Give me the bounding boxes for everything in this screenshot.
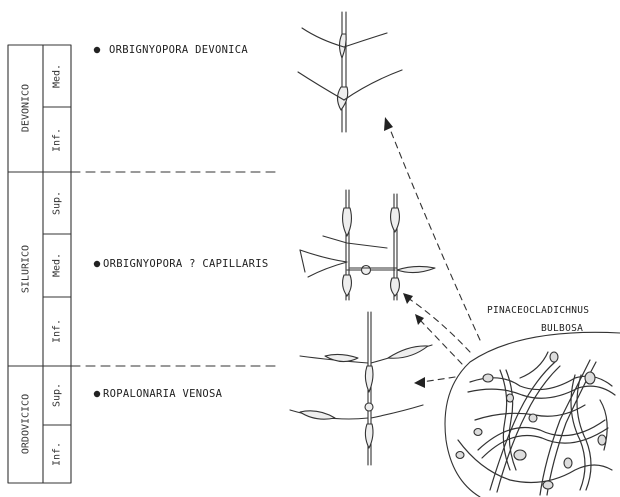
evolution-arrows [388, 124, 480, 382]
taxon-label-orbignyopora-devonica: ORBIGNYOPORA DEVONICA [109, 44, 248, 56]
epoch-label-silurico-inf: Inf. [52, 319, 63, 343]
ancestor-label-line2: BULBOSA [541, 323, 583, 334]
period-label-ordovicico: ORDOVICICO [21, 394, 32, 454]
epoch-label-silurico-sup: Sup. [52, 191, 63, 215]
period-label-silurico: SILURICO [21, 245, 32, 293]
epoch-label-ordovicico-inf: Inf. [52, 442, 63, 466]
epoch-label-devonico-med: Med. [52, 64, 63, 88]
ancestor-label-line1: PINACEOCLADICHNUS [487, 305, 589, 316]
fossil-sketch-orbignyopora-capillaris [300, 190, 435, 300]
epoch-label-silurico-med: Med. [52, 253, 63, 277]
period-label-devonico: DEVONICO [21, 84, 32, 132]
fossil-sketch-ropalonaria-venosa [290, 312, 432, 465]
epoch-label-devonico-inf: Inf. [52, 128, 63, 152]
epoch-label-ordovicico-sup: Sup. [52, 383, 63, 407]
taxon-label-ropalonaria-venosa: ROPALONARIA VENOSA [103, 388, 222, 400]
taxon-label-orbignyopora-capillaris: ORBIGNYOPORA ? CAPILLARIS [103, 258, 269, 270]
taxon-marker-icon [94, 47, 100, 397]
fossil-sketch-orbignyopora-devonica [298, 12, 402, 132]
taxon-label-text: ORBIGNYOPORA ? CAPILLARIS [103, 258, 269, 270]
taxon-label-text: ROPALONARIA VENOSA [103, 388, 222, 400]
taxon-label-text: ORBIGNYOPORA DEVONICA [109, 44, 248, 56]
